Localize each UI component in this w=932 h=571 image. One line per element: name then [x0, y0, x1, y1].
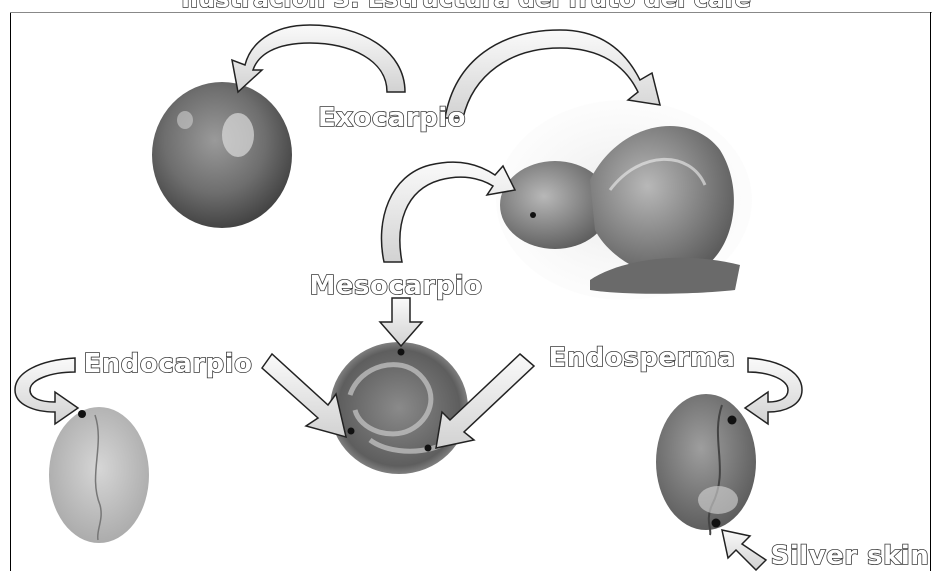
label-endocarpio: Endocarpio	[84, 349, 253, 379]
arrow-exocarpio-to-cherry	[232, 25, 405, 92]
label-mesocarpio: Mesocarpio	[309, 271, 482, 301]
coffee-cross-section-image	[330, 342, 468, 474]
diagram-title: Ilustración 3. Estructura del fruto del …	[181, 0, 751, 13]
arrow-endosperma-to-bean	[745, 358, 802, 424]
arrow-endocarpio-to-bean	[15, 358, 78, 424]
arrow-mesocarpio-down	[380, 298, 422, 346]
arrow-silver-skin-to-bean	[722, 530, 766, 570]
coffee-silver-skin-bean-image	[656, 394, 756, 535]
arrow-mesocarpio-to-pulp	[381, 162, 515, 262]
coffee-parchment-bean-image	[49, 407, 149, 543]
label-silver-skin: Silver skin	[771, 541, 930, 571]
label-endosperma: Endosperma	[549, 343, 736, 373]
coffee-pulp-image	[496, 100, 752, 300]
coffee-cherry-image	[152, 82, 292, 228]
label-exocarpio: Exocarpio	[318, 103, 466, 133]
